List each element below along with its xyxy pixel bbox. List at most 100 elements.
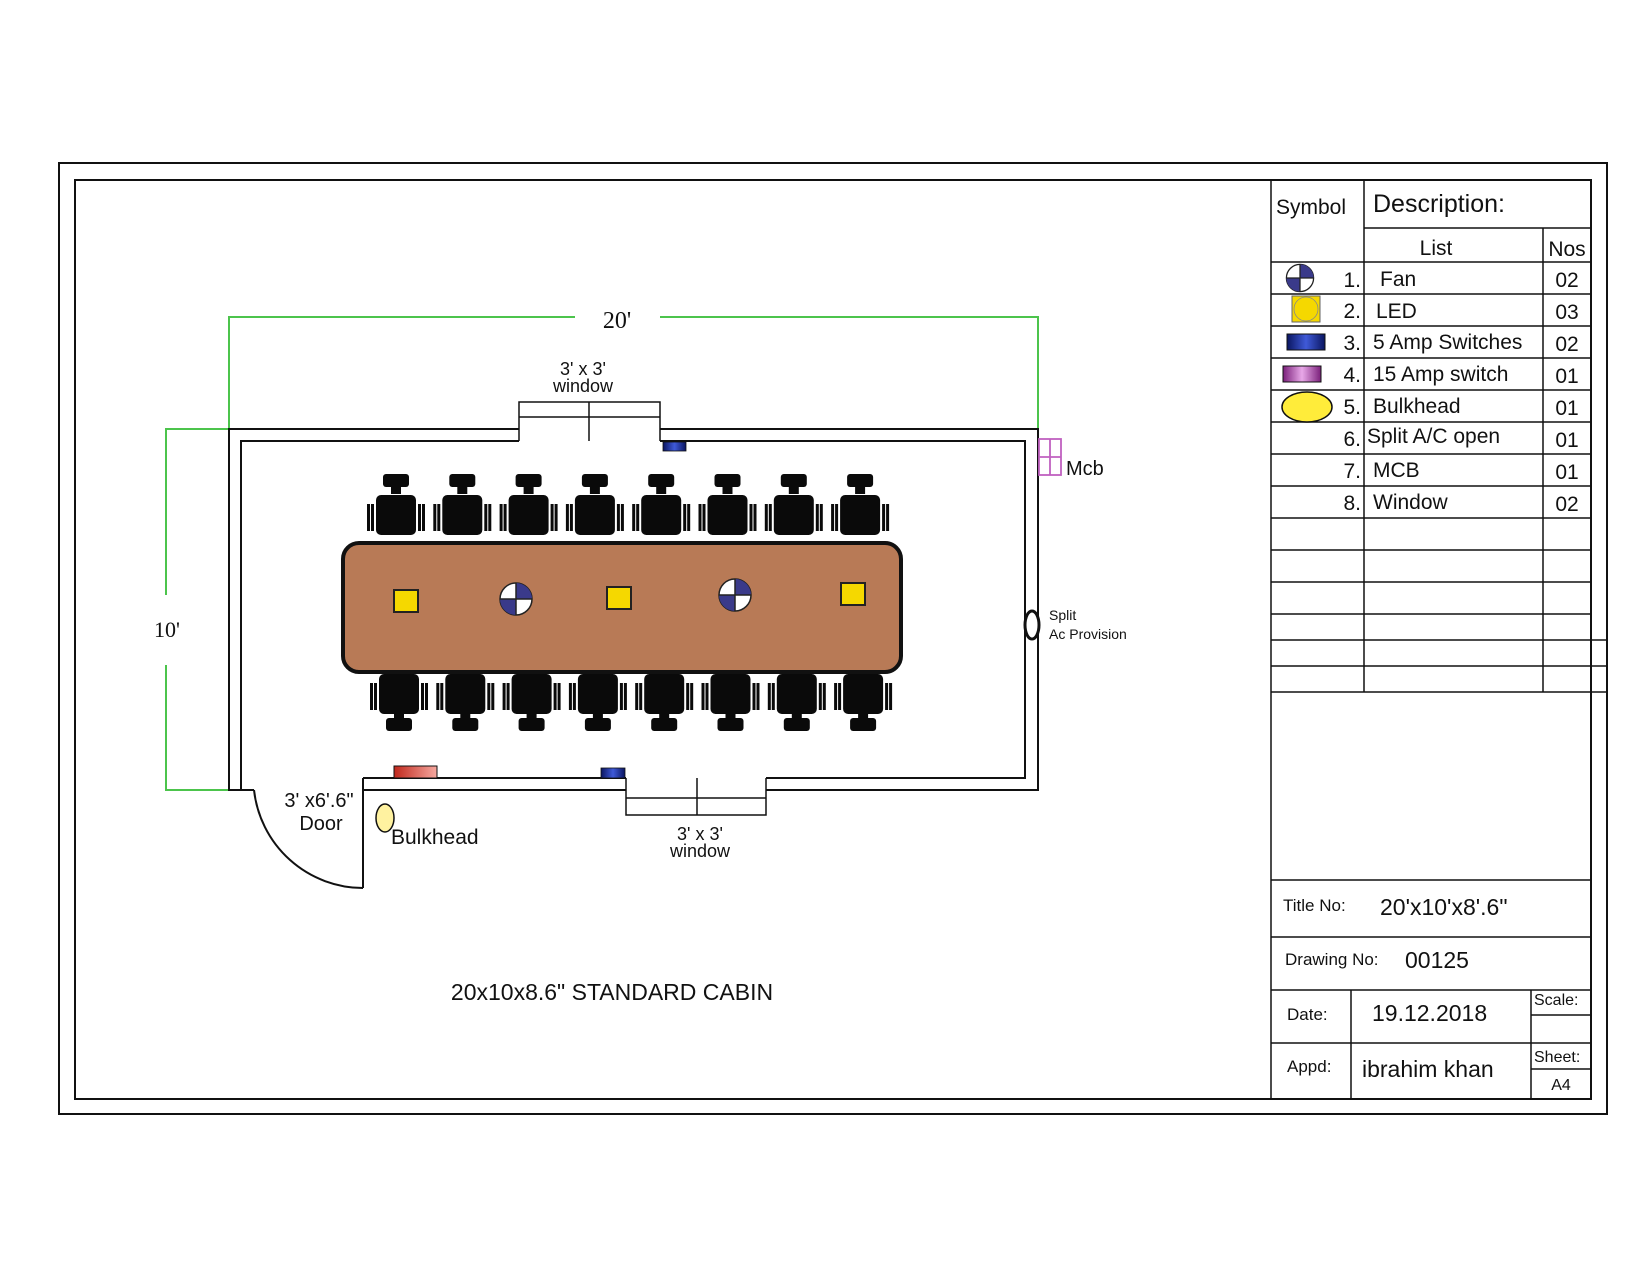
height-dimension-label: 10' <box>154 617 180 642</box>
legend-label: Fan <box>1380 268 1416 291</box>
outer-frame <box>58 162 1608 1115</box>
legend-nos-header: Nos <box>1548 238 1585 261</box>
legend-list-header: List <box>1420 237 1453 260</box>
led-icon <box>1291 295 1321 323</box>
legend-count: 01 <box>1555 365 1578 388</box>
mcb-label: Mcb <box>1066 458 1104 480</box>
split-ac-label: Split <box>1049 607 1076 623</box>
top-window <box>518 401 661 441</box>
cabin-walls <box>228 428 1039 888</box>
switch-5amp-icon <box>600 767 626 779</box>
door-label: Door <box>299 813 343 835</box>
legend-row: 8. Window 02 <box>1343 491 1578 516</box>
legend-count: 02 <box>1555 269 1578 292</box>
date-value: 19.12.2018 <box>1372 1000 1487 1026</box>
legend-label: Window <box>1373 491 1449 514</box>
top-window-size-label: 3' x 3' <box>560 359 606 379</box>
led-icon <box>606 586 632 610</box>
chair <box>565 474 624 535</box>
legend-number: 3. <box>1343 332 1361 355</box>
legend-count: 01 <box>1555 429 1578 452</box>
chair <box>370 674 428 731</box>
bottom-window-label: window <box>669 841 731 861</box>
legend-label: Bulkhead <box>1373 395 1461 418</box>
legend-symbol-header: Symbol <box>1276 196 1346 219</box>
chair <box>831 474 890 535</box>
legend-number: 2. <box>1343 300 1361 323</box>
legend-label: MCB <box>1373 459 1420 482</box>
chair <box>834 674 893 731</box>
chair <box>433 474 492 535</box>
fan-icon <box>499 582 533 616</box>
led-icon <box>840 582 866 606</box>
led-icon <box>393 589 419 613</box>
legend-count: 02 <box>1555 333 1578 356</box>
bottom-window <box>625 778 767 816</box>
appd-value: ibrahim khan <box>1362 1056 1494 1082</box>
fan-icon <box>718 578 752 612</box>
switch-5amp-icon <box>1286 333 1326 351</box>
legend-row: 6. Split A/C open 01 <box>1343 425 1578 452</box>
chair <box>499 474 558 535</box>
split-ac-provision-label: Ac Provision <box>1049 626 1127 642</box>
drawing-caption: 20x10x8.6" STANDARD CABIN <box>451 979 773 1005</box>
scale-label: Scale: <box>1534 992 1578 1009</box>
legend-description-header: Description: <box>1373 190 1505 218</box>
mcb-icon <box>1038 438 1062 476</box>
split-ac-icon <box>1023 609 1041 641</box>
legend-count: 01 <box>1555 461 1578 484</box>
bottom-window-size-label: 3' x 3' <box>677 824 723 844</box>
top-window-label: window <box>552 376 614 396</box>
chairs-bottom-row <box>370 674 893 731</box>
chair <box>367 474 425 535</box>
fan-icon <box>1285 263 1315 293</box>
width-dimension-label: 20' <box>603 308 631 334</box>
switch-15amp-icon <box>1282 365 1322 383</box>
legend-number: 5. <box>1343 396 1361 419</box>
chair <box>632 474 691 535</box>
legend-count: 01 <box>1555 397 1578 420</box>
legend-count: 02 <box>1555 493 1578 516</box>
legend-label: 5 Amp Switches <box>1373 331 1522 354</box>
door-size-label: 3' x6'.6" <box>284 790 353 812</box>
legend-label: LED <box>1376 300 1417 323</box>
appd-label: Appd: <box>1287 1057 1331 1076</box>
legend-row: 7. MCB 01 <box>1343 459 1578 484</box>
chair <box>701 674 760 731</box>
chair <box>764 474 823 535</box>
dimension-lines <box>165 316 1039 791</box>
sheet-value: A4 <box>1551 1077 1571 1094</box>
title-no-value: 20'x10'x8'.6" <box>1380 894 1507 920</box>
chairs-top-row <box>367 474 890 535</box>
legend-row: 4. 15 Amp switch 01 <box>1282 363 1579 388</box>
legend-count: 03 <box>1555 301 1578 324</box>
chair <box>436 674 495 731</box>
bulkhead-icon <box>375 803 395 833</box>
drawing-no-value: 00125 <box>1405 947 1469 973</box>
legend-row: 5. Bulkhead 01 <box>1281 391 1579 423</box>
chair <box>568 674 627 731</box>
legend-row: 2. LED 03 <box>1291 295 1579 324</box>
sheet-label: Sheet: <box>1534 1049 1580 1066</box>
legend-label: Split A/C open <box>1367 425 1500 448</box>
legend-number: 1. <box>1343 269 1361 292</box>
legend-row: 1. Fan 02 <box>1285 263 1579 293</box>
title-no-label: Title No: <box>1283 896 1346 915</box>
legend-row: 3. 5 Amp Switches 02 <box>1286 331 1579 356</box>
chair <box>767 674 826 731</box>
legend-label: 15 Amp switch <box>1373 363 1508 386</box>
switch-5amp-icon <box>662 441 687 452</box>
bulkhead-icon <box>1281 391 1333 423</box>
legend-number: 7. <box>1343 460 1361 483</box>
date-label: Date: <box>1287 1005 1328 1024</box>
chair <box>635 674 694 731</box>
switch-15amp-icon <box>393 765 438 779</box>
drawing-no-label: Drawing No: <box>1285 950 1379 969</box>
door-swing <box>253 789 364 889</box>
legend-number: 8. <box>1343 492 1361 515</box>
legend-number: 6. <box>1343 428 1361 451</box>
legend-table-lines <box>1270 180 1606 1099</box>
bulkhead-label: Bulkhead <box>391 826 479 849</box>
chair <box>502 674 561 731</box>
